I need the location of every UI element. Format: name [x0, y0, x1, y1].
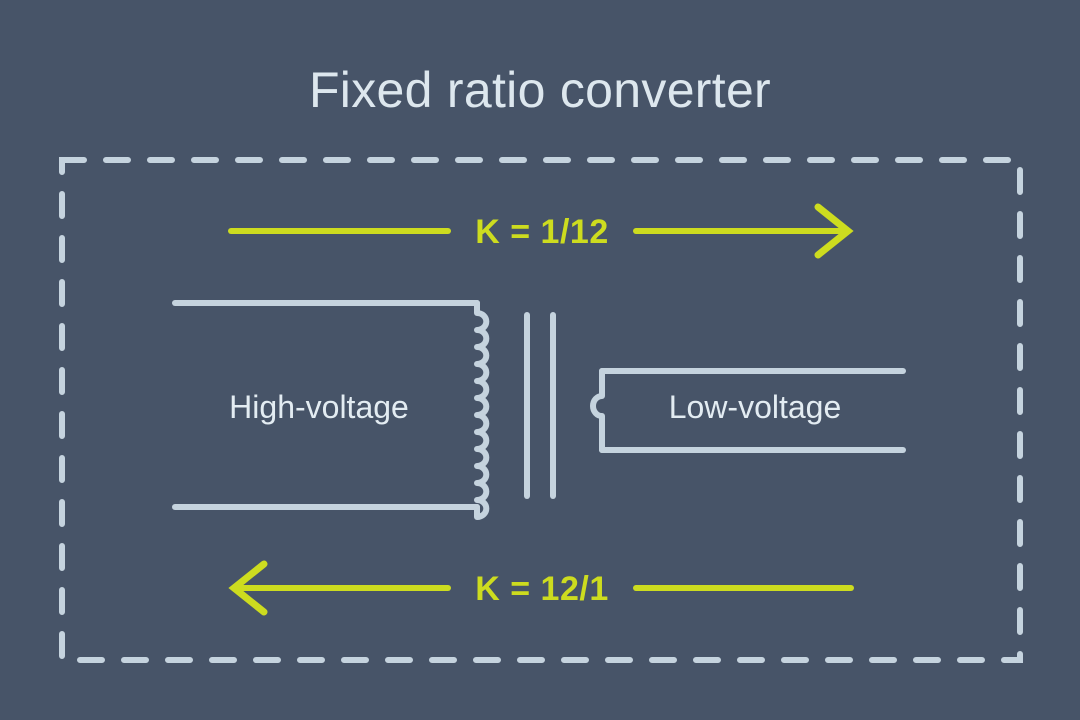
- bottom-arrow-label: K = 12/1: [475, 570, 608, 608]
- top-arrow-label: K = 1/12: [475, 213, 608, 251]
- bottom-arrow-head-left-icon: [228, 560, 268, 616]
- primary-winding-label: High-voltage: [229, 389, 409, 425]
- dashed-boundary-box: [59, 157, 1023, 663]
- top-arrow-group: K = 1/12: [228, 203, 854, 259]
- page-title: Fixed ratio converter: [309, 62, 771, 118]
- primary-coil-turns: [474, 300, 490, 520]
- secondary-coil-turn: [590, 368, 605, 453]
- transformer-core: [524, 312, 556, 499]
- secondary-winding-label: Low-voltage: [669, 389, 842, 425]
- primary-winding: [172, 300, 490, 520]
- top-arrow-head-right-icon: [814, 203, 854, 259]
- bottom-arrow-group: K = 12/1: [228, 560, 854, 616]
- secondary-winding: [590, 368, 906, 453]
